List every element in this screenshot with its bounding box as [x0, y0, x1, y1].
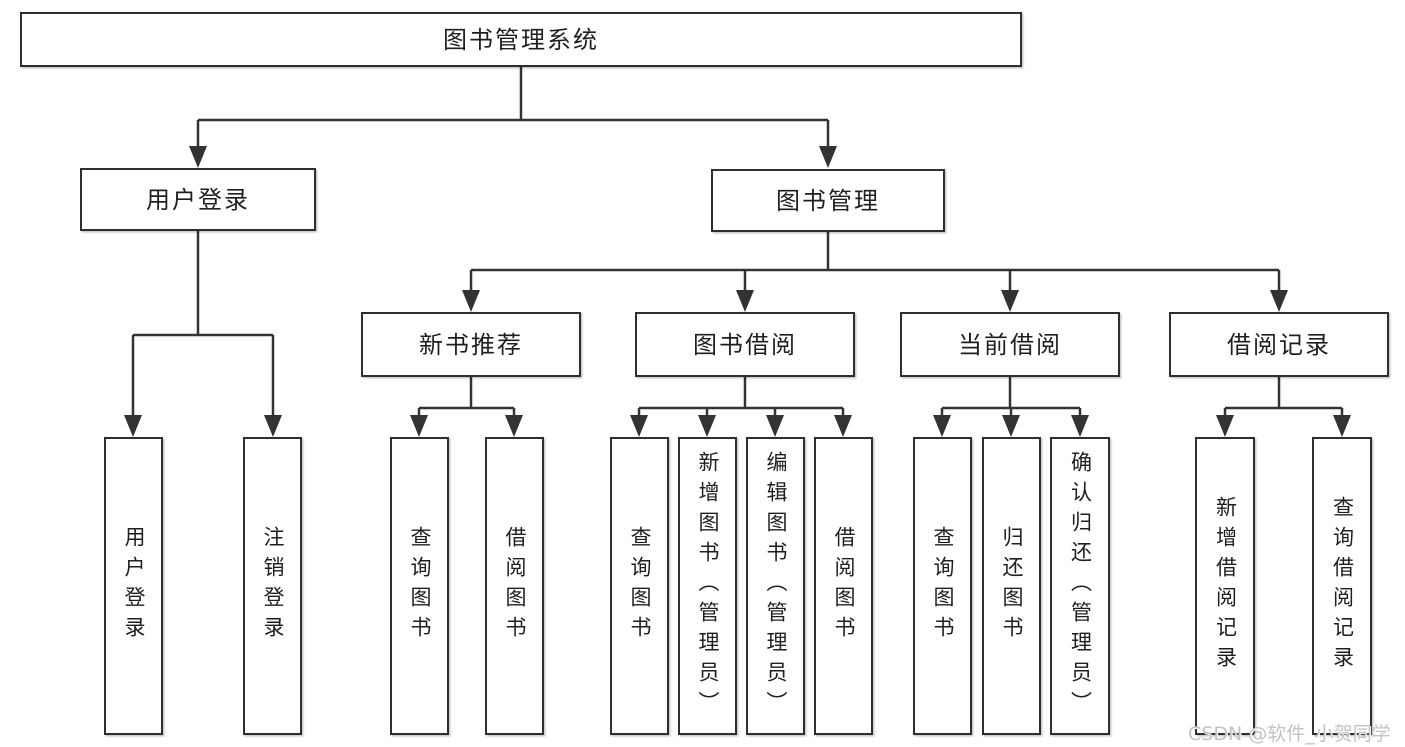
arrowhead — [1001, 290, 1019, 312]
node-label: 归还图书 — [1000, 526, 1024, 646]
node-new-book-recommend: 新书推荐 — [361, 312, 581, 377]
leaf-add-books-admin: 新增图书（管理员） — [678, 437, 737, 735]
node-label: 新增借阅记录 — [1213, 496, 1238, 676]
leaf-query-books-1: 查询图书 — [390, 437, 449, 735]
node-label: 查询图书 — [931, 526, 955, 646]
leaf-query-books-2: 查询图书 — [610, 437, 669, 735]
leaf-return-books: 归还图书 — [982, 437, 1041, 735]
node-label: 用户登录 — [146, 185, 250, 214]
node-label: 借阅记录 — [1227, 330, 1331, 359]
edge-borrow-records — [1223, 377, 1344, 418]
node-label: 查询借阅记录 — [1330, 496, 1355, 676]
connector-user-login — [124, 231, 282, 437]
arrowhead — [1333, 415, 1351, 437]
arrowhead — [189, 146, 207, 168]
arrowhead — [736, 290, 754, 312]
arrowhead — [1270, 290, 1288, 312]
node-label: 查询图书 — [408, 526, 432, 646]
edge-root — [196, 67, 830, 150]
node-label: 新增图书（管理员） — [696, 451, 720, 721]
connector-book-borrow — [630, 377, 852, 437]
arrowhead — [630, 415, 648, 437]
arrowhead — [698, 415, 716, 437]
leaf-logout: 注销登录 — [243, 437, 302, 735]
connector-current-borrow — [933, 377, 1089, 437]
edge-new-book — [417, 377, 516, 418]
connector-borrow-records — [1216, 377, 1351, 437]
node-current-borrow: 当前借阅 — [900, 312, 1120, 377]
node-book-management: 图书管理 — [711, 169, 945, 232]
connector-new-book — [410, 377, 523, 437]
node-borrow-records: 借阅记录 — [1169, 312, 1389, 377]
node-label: 确认归还（管理员） — [1068, 451, 1093, 721]
watermark: CSDN @软件_小贺同学 — [1188, 723, 1391, 745]
arrowhead — [766, 415, 784, 437]
node-label: 图书管理 — [776, 186, 880, 215]
leaf-user-login: 用户登录 — [104, 437, 163, 735]
leaf-query-borrow-record: 查询借阅记录 — [1312, 437, 1372, 735]
node-label: 注销登录 — [261, 526, 285, 646]
arrowhead — [264, 415, 282, 437]
arrowhead — [819, 146, 837, 168]
edge-book-management — [469, 232, 1281, 293]
leaf-borrow-books-1: 借阅图书 — [485, 437, 544, 735]
connector-root — [189, 67, 837, 168]
edge-user-login — [131, 231, 275, 418]
arrowhead — [462, 290, 480, 312]
node-label: 查询图书 — [628, 526, 652, 646]
arrowhead — [1002, 415, 1020, 437]
arrowhead — [933, 415, 951, 437]
arrowhead — [124, 415, 142, 437]
leaf-edit-books-admin: 编辑图书（管理员） — [746, 437, 805, 735]
node-label: 借阅图书 — [832, 526, 856, 646]
node-label: 图书管理系统 — [443, 25, 599, 54]
edge-book-borrow — [637, 377, 845, 418]
arrowhead — [505, 415, 523, 437]
arrowhead — [834, 415, 852, 437]
connector-book-management — [462, 232, 1288, 312]
leaf-confirm-return-admin: 确认归还（管理员） — [1050, 437, 1110, 735]
arrowhead — [410, 415, 428, 437]
leaf-query-books-3: 查询图书 — [913, 437, 972, 735]
node-label: 新书推荐 — [419, 330, 523, 359]
node-root-system: 图书管理系统 — [20, 12, 1022, 67]
node-label: 借阅图书 — [503, 526, 527, 646]
leaf-borrow-books-2: 借阅图书 — [814, 437, 873, 735]
node-label: 用户登录 — [122, 526, 146, 646]
edge-current-borrow — [940, 377, 1082, 418]
node-label: 当前借阅 — [958, 330, 1062, 359]
leaf-add-borrow-record: 新增借阅记录 — [1195, 437, 1255, 735]
node-label: 图书借阅 — [693, 330, 797, 359]
arrowhead — [1071, 415, 1089, 437]
node-book-borrow: 图书借阅 — [635, 312, 855, 377]
arrowhead — [1216, 415, 1234, 437]
node-user-login: 用户登录 — [80, 168, 316, 231]
node-label: 编辑图书（管理员） — [764, 451, 788, 721]
